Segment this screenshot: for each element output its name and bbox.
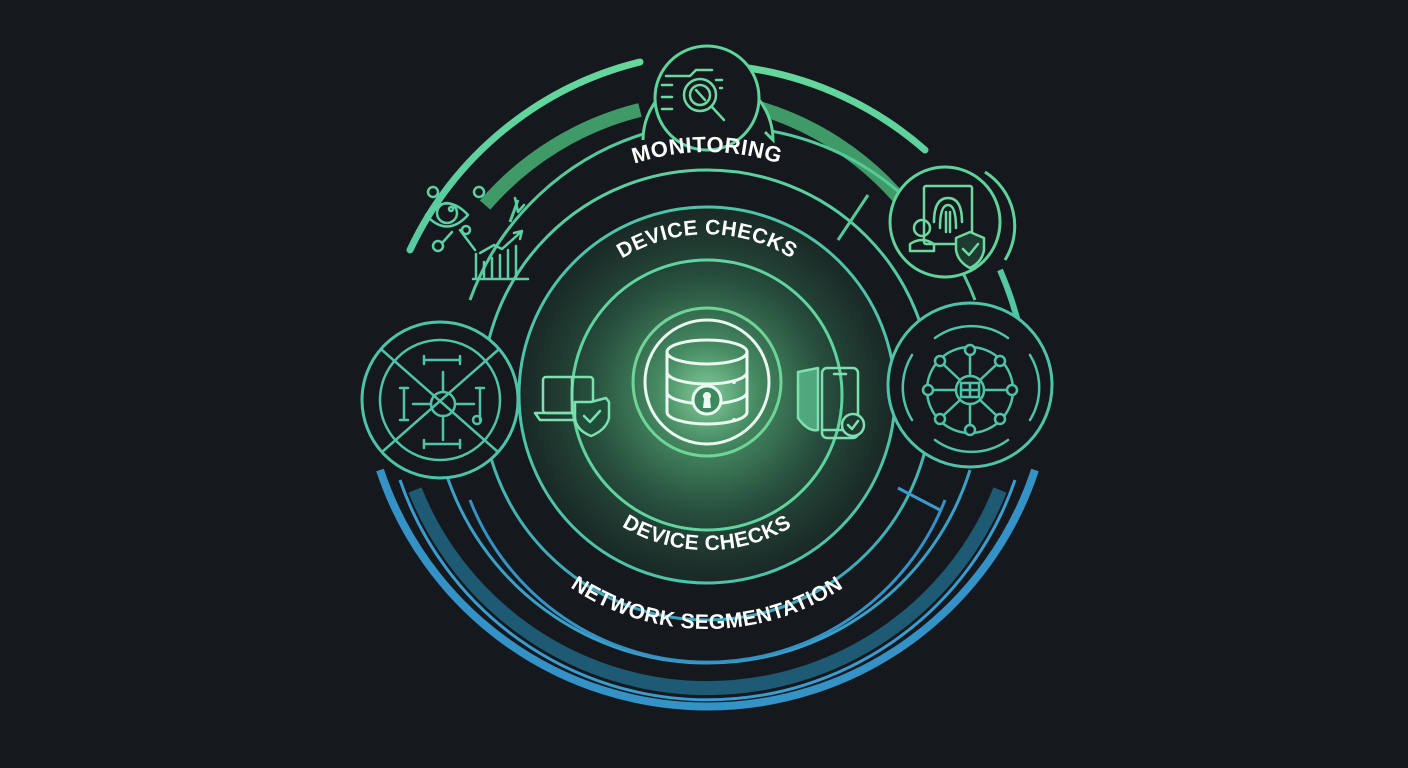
locked-database-icon — [665, 338, 749, 426]
band-arc-top-left — [479, 103, 642, 210]
network-hub-icon — [901, 324, 1041, 454]
laptop-shield-check-icon — [533, 375, 611, 438]
node-network-hub — [886, 301, 1054, 469]
divider-spoke-upper-right — [836, 194, 870, 241]
node-identity — [888, 165, 1017, 279]
eye-analytics-chart-icon — [424, 185, 530, 281]
outer-ring-arc-top — [406, 58, 644, 254]
target-crosshair-icon — [378, 338, 502, 462]
mobile-shield-check-icon — [796, 366, 866, 440]
band-arc-bottom-edge — [398, 479, 1017, 702]
core-ring-inner — [643, 318, 771, 446]
outer-ring-arc-bottom — [376, 468, 1039, 711]
node-monitoring-magnifier — [641, 44, 775, 152]
divider-spoke-lower-right — [897, 486, 941, 512]
magnifier-data-scan-icon — [660, 68, 726, 122]
outer-ring-arc-top-right — [744, 64, 929, 154]
band-arc-top-right — [750, 99, 911, 210]
node-target — [360, 320, 520, 480]
segmentation-ring-outer-bottom — [468, 499, 947, 664]
fingerprint-identity-shield-icon — [908, 184, 986, 270]
band-arc-bottom — [408, 487, 1007, 696]
core-ring-outer — [631, 306, 783, 458]
